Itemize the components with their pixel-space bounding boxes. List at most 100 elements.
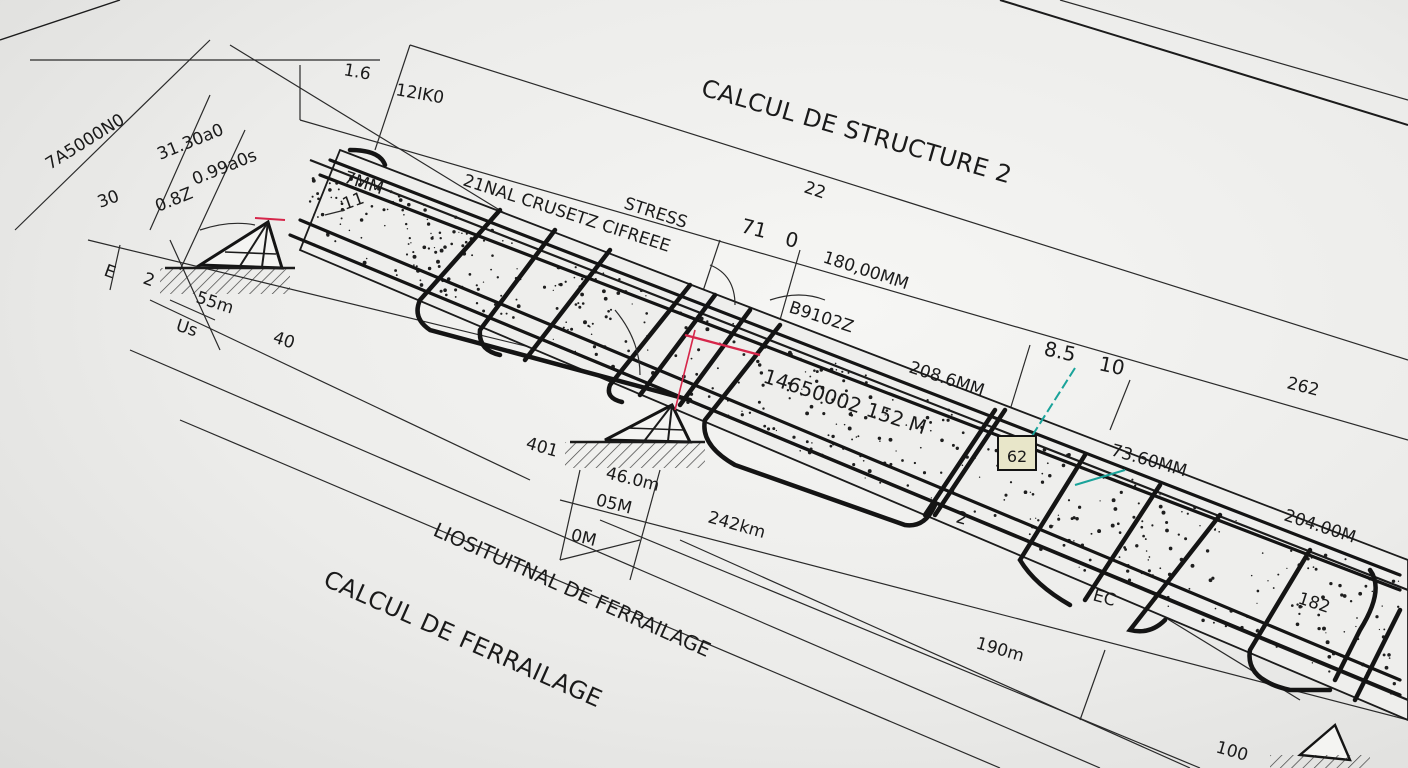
aggregate-dot xyxy=(1250,574,1253,577)
aggregate-dot xyxy=(430,236,434,240)
aggregate-dot xyxy=(591,322,594,325)
aggregate-dot xyxy=(1119,490,1123,494)
aggregate-dot xyxy=(905,424,908,426)
aggregate-dot xyxy=(570,327,574,331)
aggregate-dot xyxy=(888,437,893,442)
aggregate-dot xyxy=(716,367,719,370)
aggregate-dot xyxy=(799,449,802,452)
aggregate-dot xyxy=(516,304,521,309)
aggregate-dot xyxy=(1035,517,1037,519)
aggregate-dot xyxy=(558,283,561,286)
aggregate-dot xyxy=(308,200,312,203)
aggregate-dot xyxy=(920,425,924,430)
aggregate-dot xyxy=(574,266,577,269)
aggregate-dot xyxy=(863,415,868,420)
aggregate-dot xyxy=(500,312,503,315)
aggregate-dot xyxy=(313,213,315,216)
aggregate-dot xyxy=(1201,618,1205,623)
aggregate-dot xyxy=(809,404,814,409)
aggregate-dot xyxy=(639,289,643,293)
aggregate-dot xyxy=(360,236,363,239)
aggregate-dot xyxy=(464,240,468,244)
aggregate-dot xyxy=(1317,613,1321,617)
aggregate-dot xyxy=(1256,589,1260,593)
aggregate-dot xyxy=(450,242,454,246)
aggregate-dot xyxy=(841,370,844,373)
aggregate-dot xyxy=(616,291,621,295)
aggregate-dot xyxy=(852,463,856,467)
aggregate-dot xyxy=(1142,534,1145,538)
aggregate-dot xyxy=(1077,505,1082,509)
aggregate-dot xyxy=(1328,670,1331,673)
aggregate-dot xyxy=(1391,579,1396,584)
aggregate-dot xyxy=(787,381,791,385)
aggregate-dot xyxy=(564,280,567,283)
aggregate-dot xyxy=(801,388,803,390)
aggregate-dot xyxy=(1075,517,1079,521)
aggregate-dot xyxy=(775,429,778,432)
aggregate-dot xyxy=(1132,515,1136,519)
aggregate-dot xyxy=(446,277,451,281)
aggregate-dot xyxy=(382,208,386,212)
aggregate-dot xyxy=(815,379,819,383)
dim-label-j: 40 xyxy=(270,328,297,354)
aggregate-dot xyxy=(815,370,819,374)
aggregate-dot xyxy=(592,345,597,349)
aggregate-dot xyxy=(580,277,584,281)
aggregate-dot xyxy=(1118,556,1121,559)
aggregate-dot xyxy=(439,248,444,253)
aggregate-dot xyxy=(919,446,922,449)
aggregate-dot xyxy=(1290,549,1293,552)
aggregate-dot xyxy=(855,436,858,438)
aggregate-dot xyxy=(501,239,504,242)
aggregate-dot xyxy=(847,371,850,374)
aggregate-dot xyxy=(1097,529,1102,534)
aggregate-dot xyxy=(436,259,440,264)
aggregate-dot xyxy=(627,349,630,353)
aggregate-dot xyxy=(1325,632,1327,634)
aggregate-dot xyxy=(895,450,897,452)
aggregate-dot xyxy=(452,230,456,234)
aggregate-dot xyxy=(542,285,547,289)
aggregate-dot xyxy=(1003,499,1006,501)
aggregate-dot xyxy=(482,309,486,313)
aggregate-dot xyxy=(422,245,427,250)
aggregate-dot xyxy=(699,316,704,321)
aggregate-dot xyxy=(328,182,331,185)
aggregate-dot xyxy=(1168,546,1173,551)
aggregate-dot xyxy=(1148,556,1151,558)
aggregate-dot xyxy=(454,295,457,298)
aggregate-dot xyxy=(684,326,688,330)
aggregate-dot xyxy=(618,277,621,281)
aggregate-dot xyxy=(1296,603,1299,606)
aggregate-dot xyxy=(940,471,943,474)
aggregate-dot xyxy=(978,476,981,478)
aggregate-dot xyxy=(941,418,945,422)
aggregate-dot xyxy=(762,407,765,410)
aggregate-dot xyxy=(578,305,582,309)
aggregate-dot xyxy=(326,233,330,237)
aggregate-dot xyxy=(1358,591,1363,596)
support-left xyxy=(160,219,295,294)
aggregate-dot xyxy=(940,438,944,443)
aggregate-dot xyxy=(311,195,314,198)
aggregate-dot xyxy=(426,218,429,221)
aggregate-dot xyxy=(891,399,894,401)
aggregate-dot xyxy=(822,412,826,416)
aggregate-dot xyxy=(1134,484,1137,487)
aggregate-dot xyxy=(1375,615,1379,619)
aggregate-dot xyxy=(1298,604,1302,609)
aggregate-dot xyxy=(1167,605,1170,607)
aggregate-dot xyxy=(404,222,408,226)
aggregate-dot xyxy=(603,296,608,301)
aggregate-dot xyxy=(1046,462,1049,465)
aggregate-dot xyxy=(444,293,448,297)
aggregate-dot xyxy=(316,216,319,218)
aggregate-dot xyxy=(740,413,744,417)
aggregate-dot xyxy=(705,327,710,332)
aggregate-dot xyxy=(482,239,486,242)
aggregate-dot xyxy=(1188,587,1191,590)
aggregate-dot xyxy=(809,375,812,378)
aggregate-dot xyxy=(339,223,342,225)
aggregate-dot xyxy=(589,326,591,328)
